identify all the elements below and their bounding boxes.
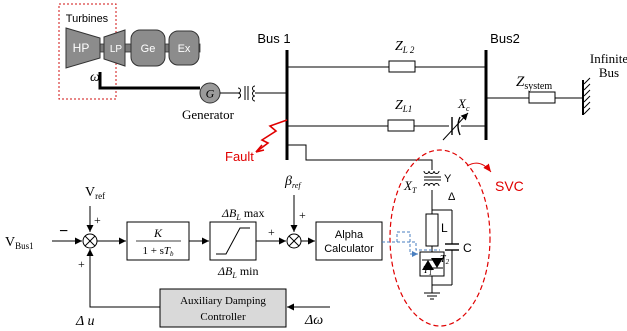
step-up-transformer — [237, 85, 256, 102]
impedance-zl2 — [388, 60, 416, 73]
series-capacitor-xc — [442, 112, 469, 141]
hp-label: HP — [73, 41, 90, 55]
du-label: Δ u — [75, 314, 94, 329]
capacitor-c-label: C — [463, 241, 472, 255]
svc-pointer-arrow — [466, 162, 492, 173]
vref-label: Vref — [85, 185, 105, 201]
bus1-to-svc-wire — [287, 144, 433, 170]
limiter-curve — [216, 227, 250, 255]
ge-machine — [130, 29, 166, 67]
svc-wiring — [431, 190, 453, 293]
du-plus: + — [78, 257, 85, 271]
zsystem-label: Zsystem — [516, 74, 552, 92]
t1-label: T1 — [423, 265, 432, 277]
du-feedback-path — [86, 249, 160, 308]
aux-line2: Controller — [200, 311, 246, 323]
bus1-label: Bus 1 — [257, 31, 290, 46]
turbines-label: Turbines — [66, 13, 109, 25]
generator-label: Generator — [182, 107, 235, 122]
limiter-plus: + — [268, 225, 275, 239]
firing-signal-2 — [397, 241, 440, 251]
svc-coupling-transformer — [423, 170, 441, 187]
impedance-zl1 — [387, 119, 415, 132]
wye-label: Y — [444, 173, 452, 185]
xc-label: Xc — [457, 96, 470, 113]
alpha-line2: Calculator — [324, 243, 374, 255]
impedance-zsystem — [528, 91, 556, 104]
ex-label: Ex — [178, 43, 191, 55]
delta-label: Δ — [448, 191, 456, 203]
t2-label: T2 — [440, 254, 450, 266]
omega-label: ω — [90, 70, 100, 85]
vref-plus: + — [94, 213, 101, 227]
infinite-label-2: Bus — [599, 65, 619, 80]
aux-line1: Auxiliary Damping — [180, 295, 266, 307]
fault-label: Fault — [225, 149, 254, 164]
ge-label: Ge — [141, 43, 156, 55]
firing-signal — [392, 231, 418, 257]
zl2-label: ZL 2 — [395, 39, 415, 55]
svc-boundary — [389, 149, 491, 327]
vbus-label: VBus1 — [5, 235, 34, 251]
gain-denominator: 1 + sTb — [142, 245, 174, 258]
gain-numerator: K — [153, 226, 163, 240]
fault-symbol — [255, 119, 288, 153]
svc-label: SVC — [495, 178, 524, 194]
ex-machine — [168, 30, 200, 66]
svc-reactor — [425, 213, 439, 247]
alpha-calculator-block — [315, 221, 383, 261]
generator-g-label: G — [206, 87, 215, 101]
bus2-label: Bus2 — [490, 31, 520, 46]
beta-ref-label: βref — [284, 174, 302, 190]
aux-damping-controller-block — [159, 288, 287, 328]
svc-ground — [424, 292, 440, 300]
shaft-to-generator-link — [98, 72, 200, 90]
summing-junction-1 — [82, 233, 98, 249]
generator: G Generator — [182, 82, 235, 122]
domega-label: Δω — [304, 313, 323, 328]
turbine-group: Turbines HP LP Ge Ex ω — [58, 3, 201, 100]
hp-turbine — [65, 27, 101, 69]
lp-turbine — [103, 29, 126, 67]
thyristor-pair — [419, 251, 445, 277]
xt-label: XT — [403, 178, 417, 195]
alpha-line1: Alpha — [335, 229, 364, 241]
reactor-l-label: L — [441, 221, 448, 235]
summing-junction-2 — [286, 233, 302, 249]
beta-plus: + — [299, 208, 306, 222]
vbus-minus: − — [59, 223, 68, 240]
lp-label: LP — [110, 44, 123, 55]
zl1-label: ZL1 — [395, 98, 412, 114]
infinite-label-1: Infinite — [590, 51, 627, 66]
infinite-bus — [582, 77, 591, 115]
svc-capacitor — [445, 243, 459, 251]
